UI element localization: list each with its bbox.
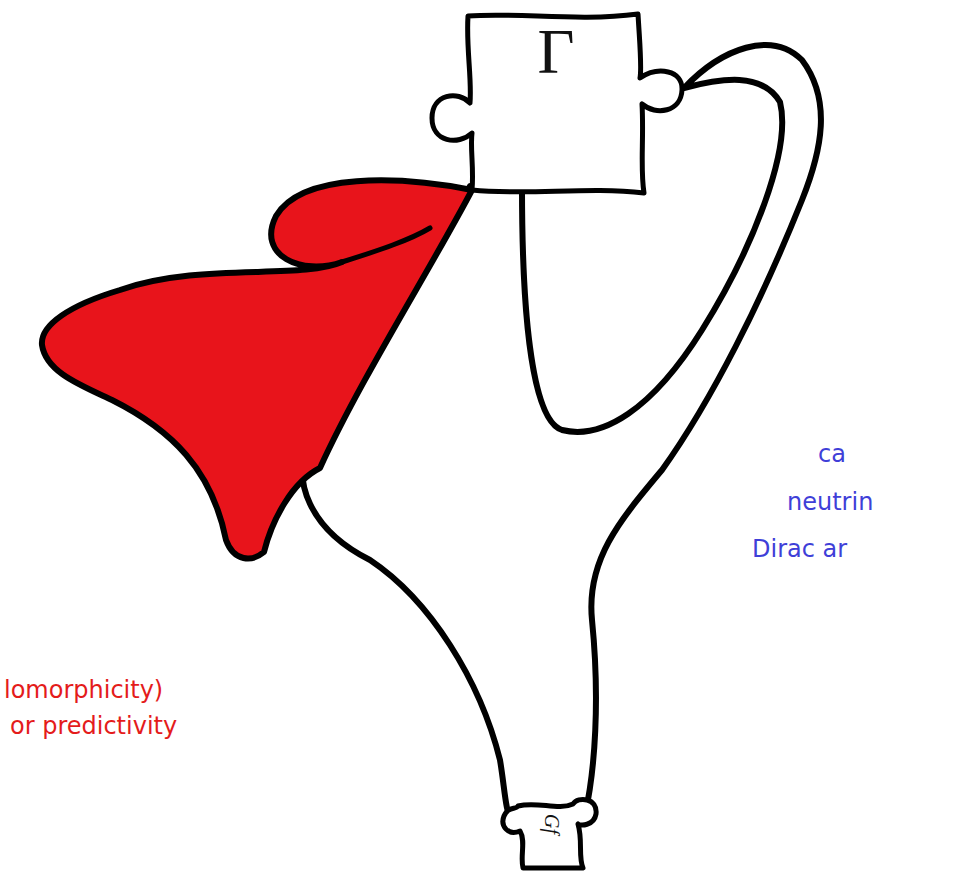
note-text: lomorphicity) xyxy=(4,676,163,704)
red-cape xyxy=(42,180,472,558)
puzzle-piece: Γ xyxy=(428,8,686,200)
puzzle-outline xyxy=(432,14,682,193)
symbol-text: Gf xyxy=(542,814,562,834)
small-puzzle-piece: Gf xyxy=(498,796,608,870)
topic-text: neutrin xyxy=(787,488,873,516)
note-text: or predictivity xyxy=(10,712,177,740)
topic-text: ca xyxy=(818,440,846,468)
symbol-text: Γ xyxy=(538,20,575,84)
topic-text: Dirac ar xyxy=(752,535,847,563)
puzzle-outline xyxy=(503,799,596,868)
cape-fold xyxy=(342,228,430,262)
